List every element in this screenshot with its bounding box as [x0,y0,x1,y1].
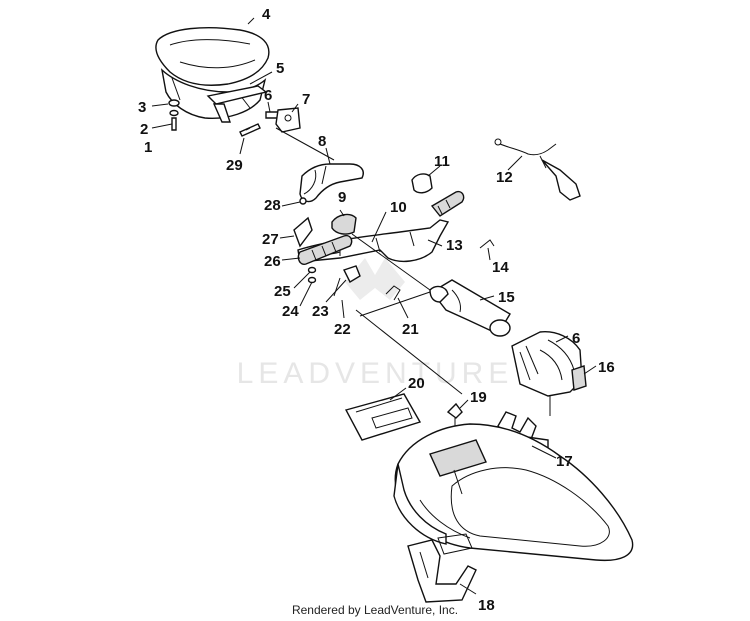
callout-1: 1 [144,139,152,156]
steering-cable-assembly [511,331,587,397]
right-grip [430,190,465,217]
callout-23: 23 [312,303,329,320]
callout-17: 17 [556,453,573,470]
callout-24: 24 [282,303,299,320]
callout-28: 28 [264,197,281,214]
callout-9: 9 [338,189,346,206]
washers [307,266,317,284]
watermark-text: LEADVENTURE [237,357,514,390]
callout-5: 5 [276,60,284,77]
seat-bracket [206,85,268,123]
callout-6-lower: 6 [572,330,580,347]
callout-13: 13 [446,237,463,254]
grip-cap [411,173,433,194]
throttle-cover [293,216,313,248]
callout-18: 18 [478,597,495,614]
callout-3: 3 [138,99,146,116]
watermark: LEADVENTURE [237,258,514,390]
bolt-and-clamp [265,107,301,133]
callout-16: 16 [598,359,615,376]
lower-bracket [407,533,477,603]
callout-20: 20 [408,375,425,392]
callout-12: 12 [496,169,513,186]
callout-10: 10 [390,199,407,216]
callout-15: 15 [498,289,515,306]
callout-6-top: 6 [264,87,272,104]
callout-26: 26 [264,253,281,270]
seat [155,26,270,119]
callout-29: 29 [226,157,243,174]
callout-27: 27 [262,231,279,248]
steering-console [393,423,634,562]
callout-19: 19 [470,389,487,406]
lanyard [494,138,581,201]
small-clip [479,239,495,249]
callout-14: 14 [492,259,509,276]
callout-4: 4 [262,6,271,23]
callouts: 4 5 6 7 3 2 1 29 8 11 12 28 9 10 13 27 2… [138,6,615,614]
callout-2: 2 [140,121,148,138]
callout-22: 22 [334,321,351,338]
callout-25: 25 [274,283,291,300]
callout-11: 11 [434,153,450,170]
switch [333,265,361,297]
steering-hose [299,163,364,203]
pin [239,123,261,137]
clip [385,285,401,301]
steering-column [429,279,511,337]
fasteners-1-3 [168,99,180,131]
instrument-plate [344,393,422,441]
callout-21: 21 [402,321,419,338]
callout-7: 7 [302,91,310,108]
switch-housing [331,213,357,235]
render-credit: Rendered by LeadVenture, Inc. [291,603,459,617]
small-screw [299,197,307,205]
leader-lines [151,17,597,595]
callout-8: 8 [318,133,326,150]
